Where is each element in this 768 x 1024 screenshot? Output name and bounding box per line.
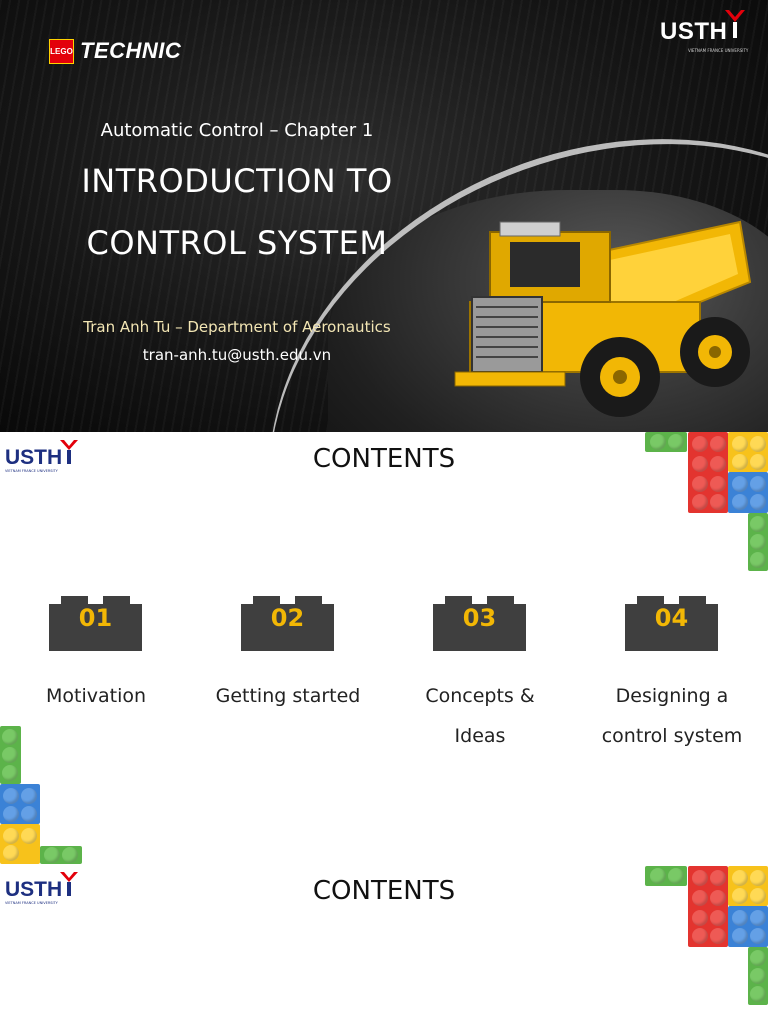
usth-logo-text: USTH (5, 878, 63, 901)
usth-logo-text: USTH (5, 446, 63, 469)
usth-logo-emblem-icon (60, 440, 78, 464)
lego-logo: LEGO (49, 39, 74, 64)
contents-title: CONTENTS (312, 876, 456, 906)
usth-logo: USTH VIETNAM FRANCE UNIVERSITY (5, 870, 85, 910)
title-slide: LEGO TECHNIC USTH VIETNAM FRANCE UNIVERS… (0, 0, 768, 432)
usth-logo-subtext: VIETNAM FRANCE UNIVERSITY (5, 901, 58, 905)
contents-slide-2: USTH VIETNAM FRANCE UNIVERSITY CONTENTS (0, 864, 768, 1024)
agenda-number: 04 (654, 604, 689, 632)
author-email: tran-anh.tu@usth.edu.vn (142, 346, 332, 364)
agenda-label: Concepts &Ideas (425, 685, 535, 747)
usth-logo: USTH VIETNAM FRANCE UNIVERSITY (660, 8, 754, 53)
usth-logo-text: USTH (660, 18, 728, 45)
number-block: 04 (625, 596, 718, 651)
lego-dump-truck-image (454, 220, 752, 417)
contents-slide: USTH VIETNAM FRANCE UNIVERSITY CONTENTS (0, 432, 768, 864)
contents-title: CONTENTS (312, 444, 456, 474)
author-line: Tran Anh Tu – Department of Aeronautics (83, 318, 391, 336)
agenda-label: Getting started (215, 685, 361, 707)
number-block: 03 (433, 596, 526, 651)
slide-title-line-2: CONTROL SYSTEM (86, 224, 388, 262)
usth-logo: USTH VIETNAM FRANCE UNIVERSITY (5, 438, 85, 478)
usth-logo-emblem-icon (725, 10, 745, 38)
technic-logo: TECHNIC (80, 38, 182, 63)
agenda-label: Motivation (45, 685, 147, 707)
number-block: 02 (241, 596, 334, 651)
slide-title-line-1: INTRODUCTION TO (81, 162, 393, 200)
usth-logo-subtext: VIETNAM FRANCE UNIVERSITY (5, 469, 58, 473)
chapter-subtitle: Automatic Control – Chapter 1 (100, 120, 374, 141)
number-block: 01 (49, 596, 142, 651)
usth-logo-emblem-icon (60, 872, 78, 896)
agenda-number: 03 (462, 604, 497, 632)
agenda-number: 01 (78, 604, 113, 632)
usth-logo-subtext: VIETNAM FRANCE UNIVERSITY (688, 48, 749, 53)
agenda-number: 02 (270, 604, 305, 632)
